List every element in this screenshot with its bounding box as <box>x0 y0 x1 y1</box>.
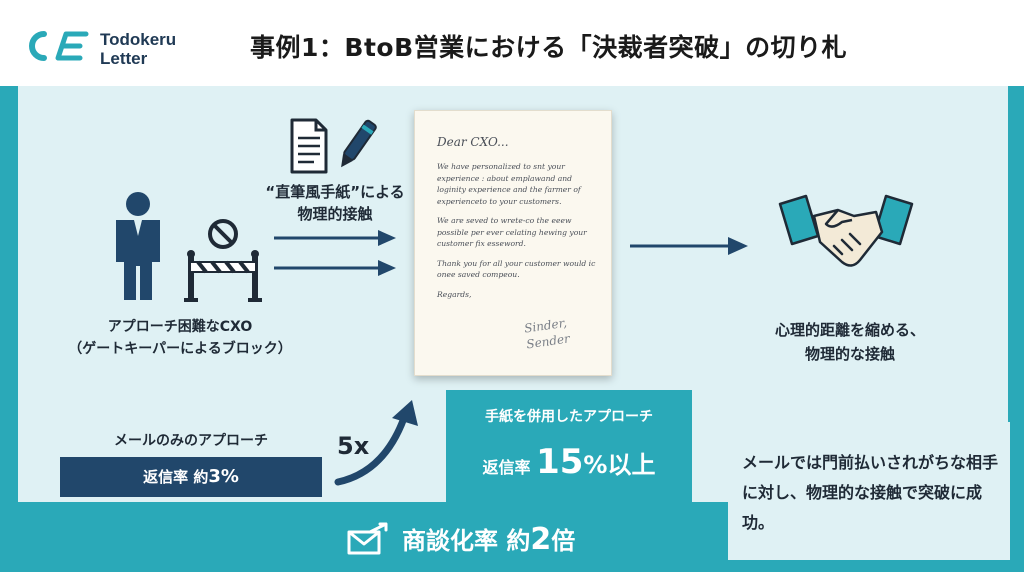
letter-rate: 返信率 15%以上 <box>446 442 692 482</box>
footer-prefix: 商談化率 約 <box>402 527 531 555</box>
barrier-icon <box>184 250 262 302</box>
document-icon <box>290 118 328 174</box>
gatekeeper-barrier-icon <box>184 219 262 302</box>
letter-paragraph-1: We have personalized to snt your experie… <box>437 162 581 206</box>
letter-rate-prefix: 返信率 <box>482 458 537 477</box>
person-icon <box>116 192 160 300</box>
letter-paragraph-2: We are seved to wrete-co the eeew possib… <box>437 216 587 248</box>
physical-label-line-2: 物理的接触 <box>297 205 373 223</box>
document-pen-icon <box>290 118 377 174</box>
mail-rate-prefix: 返信率 約 <box>143 468 209 486</box>
mail-rate-value: 3% <box>208 466 239 487</box>
distance-label: 心理的距離を縮める、 物理的な接触 <box>730 318 970 366</box>
letter-rate-suffix: %以上 <box>583 451 656 479</box>
arrow-icon-lower <box>274 260 396 276</box>
arrow-icon-upper <box>274 230 396 246</box>
physical-label-line-1: “直筆風手紙”による <box>265 183 405 201</box>
no-entry-icon <box>208 219 238 249</box>
letter-approach-label: 手紙を併用したアプローチ <box>485 409 653 425</box>
distance-label-line-1: 心理的距離を縮める、 <box>774 321 925 339</box>
physical-contact-label: “直筆風手紙”による 物理的接触 <box>240 181 430 225</box>
envelope-icon <box>347 522 388 555</box>
brand-line-1: Todokeru <box>100 30 177 49</box>
letter-closing: Regards, <box>437 289 472 299</box>
multiplier-label: 5x <box>337 432 370 460</box>
letter-rate-value: 15 <box>536 442 584 482</box>
letter-approach-box: 手紙を併用したアプローチ 返信率 15%以上 <box>446 390 692 502</box>
distance-label-line-2: 物理的な接触 <box>804 345 895 363</box>
letter-signature: Sinder, Sender <box>523 310 607 353</box>
pen-icon <box>341 119 377 168</box>
letter-paragraph-3: Thank you for all your customer would ic… <box>437 258 596 280</box>
arrows-to-letter <box>274 230 396 276</box>
brand-name: Todokeru Letter <box>100 30 176 68</box>
footer-result: 商談化率 約2倍 <box>350 520 575 560</box>
cxo-label-line-2: （ゲートキーパーによるブロック） <box>68 341 292 357</box>
success-text: メールでは門前払いされがちな相手に対し、物理的な接触で突破に成功。 <box>742 453 999 532</box>
cxo-label: アプローチ困難なCXO （ゲートキーパーによるブロック） <box>40 316 320 360</box>
logo-mark-icon <box>29 31 89 61</box>
success-callout: メールでは門前払いされがちな相手に対し、物理的な接触で突破に成功。 <box>728 422 1010 560</box>
mail-rate-bar: 返信率 約3% <box>60 457 322 497</box>
mail-approach-label: メールのみのアプローチ <box>114 433 268 449</box>
letter-body: We have personalized to snt your experie… <box>437 161 599 308</box>
letter-greeting: Dear CXO... <box>437 135 509 149</box>
footer-suffix: 倍 <box>551 527 576 555</box>
brand-line-2: Letter <box>100 49 148 68</box>
growth-arrow-icon <box>334 400 418 486</box>
footer-value: 2 <box>530 522 552 557</box>
header: Todokeru Letter 事例1：BtoB営業における「決裁者突破」の切り… <box>0 0 1024 86</box>
cxo-label-line-1: アプローチ困難なCXO <box>107 319 253 335</box>
arrow-to-handshake-icon <box>630 237 748 255</box>
page-title: 事例1：BtoB営業における「決裁者突破」の切り札 <box>250 33 848 62</box>
handwritten-letter: Dear CXO... We have personalized to snt … <box>414 110 612 376</box>
handshake-icon <box>778 194 914 267</box>
